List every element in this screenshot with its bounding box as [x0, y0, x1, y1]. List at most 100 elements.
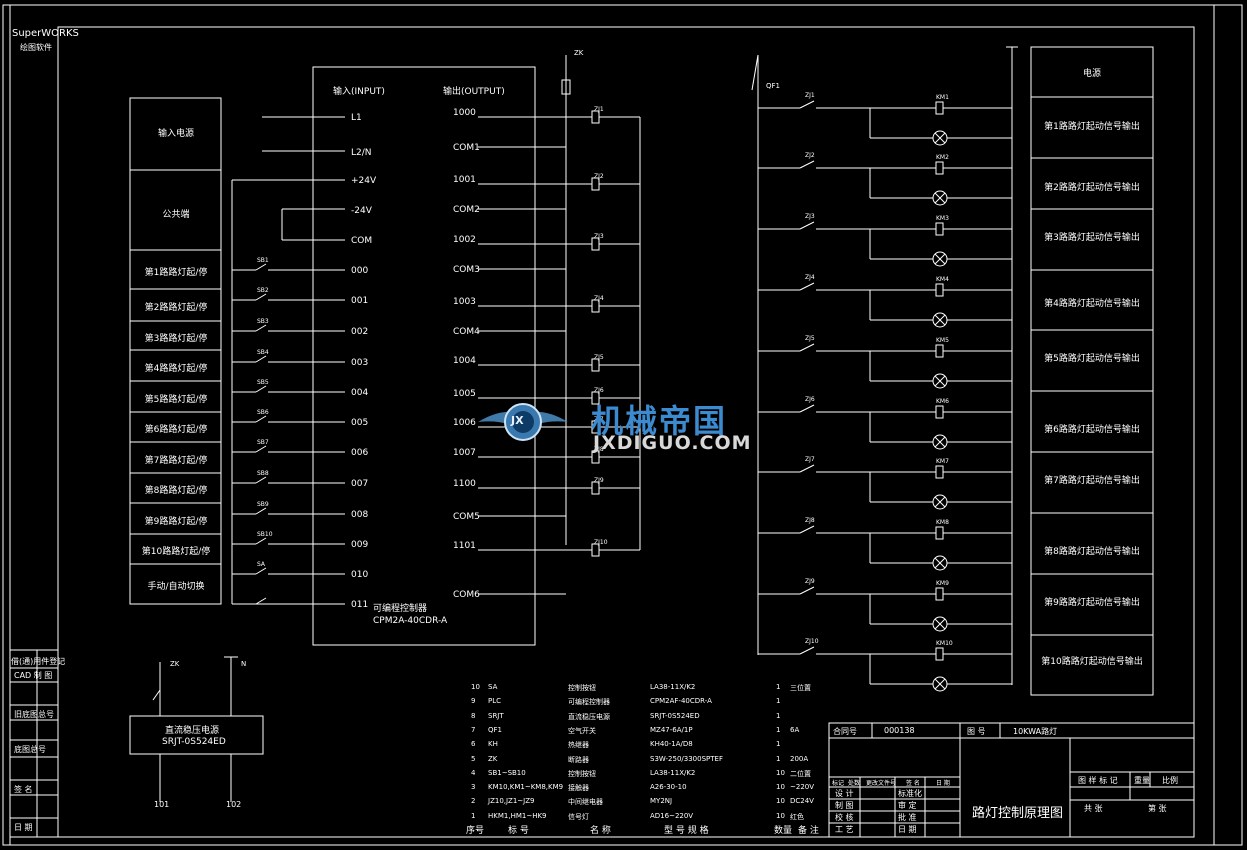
- switch-tag-2: SB3: [257, 318, 269, 325]
- km-tag-7: KM8: [936, 519, 949, 526]
- bom-cell-6-0: 4: [471, 768, 476, 777]
- plc-output-15: COM6: [453, 590, 480, 600]
- sign-row-3: 工 艺: [835, 825, 854, 834]
- switch-tag-3: SB4: [257, 349, 269, 356]
- km-tag-4: KM5: [936, 337, 949, 344]
- left-label-5: 第4路路灯起/停: [144, 364, 208, 374]
- right-label-6: 第6路路灯起动信号输出: [1044, 425, 1140, 435]
- bom-cell-8-1: JZ10,JZ1~JZ9: [488, 797, 535, 806]
- plc-name: 可编程控制器: [373, 604, 428, 614]
- plc-output-6: 1003: [453, 297, 476, 307]
- bom-cell-7-4: 10: [776, 783, 785, 792]
- dc-out-2: 102: [226, 800, 242, 809]
- left-label-6: 第5路路灯起/停: [144, 395, 208, 405]
- km-tag-3: KM4: [936, 276, 949, 283]
- plc-input-11: 006: [351, 448, 369, 458]
- relay-tag-8: ZJ9: [594, 477, 604, 484]
- contactor-coil-4: [935, 344, 944, 358]
- left-label-12: 手动/自动切换: [147, 582, 205, 592]
- bom-cell-4-1: KH: [488, 740, 498, 749]
- bom-cell-9-0: 1: [471, 811, 476, 820]
- left-label-4: 第3路路灯起/停: [144, 334, 208, 344]
- km-tag-0: KM1: [936, 94, 949, 101]
- bom-cell-2-3: SRJT-0S524ED: [650, 711, 700, 720]
- inner-frame: [57, 26, 1195, 838]
- dc-supply-box: [129, 715, 264, 755]
- bom-cell-7-3: A26-30-10: [650, 783, 687, 792]
- right-label-7: 第7路路灯起动信号输出: [1044, 476, 1140, 486]
- right-label-1: 第1路路灯起动信号输出: [1044, 122, 1140, 132]
- bom-cell-3-2: 空气开关: [568, 726, 596, 735]
- km-tag-1: KM2: [936, 154, 949, 161]
- contactor-coil-2: [935, 222, 944, 236]
- relay-contact-3: [799, 282, 815, 291]
- bom-cell-3-1: QF1: [488, 725, 502, 734]
- side-cell-4: 签 名: [14, 785, 33, 794]
- bom-cell-9-5: 红色: [790, 812, 804, 821]
- plc-input-4: COM: [351, 236, 373, 246]
- bom-cell-0-0: 10: [471, 683, 480, 691]
- relay-contact-9: [799, 646, 815, 655]
- left-label-0: 输入电源: [157, 129, 194, 139]
- bom-cell-5-1: ZK: [488, 754, 498, 763]
- left-label-11: 第10路路灯起/停: [141, 547, 211, 557]
- bom-cell-9-4: 10: [776, 811, 785, 820]
- input-switch-9: [255, 537, 267, 545]
- side-cell-3: 底图总号: [14, 745, 46, 754]
- plc-output-14: 1101: [453, 541, 476, 551]
- plc-input-6: 001: [351, 296, 369, 306]
- switch-tag-4: SB5: [257, 379, 269, 386]
- plc-input-1: L2/N: [351, 148, 372, 158]
- plc-input-13: 008: [351, 510, 369, 520]
- bom-cell-5-5: 200A: [790, 754, 809, 763]
- right-label-5: 第5路路灯起动信号输出: [1044, 354, 1140, 364]
- bom-cell-3-0: 7: [471, 725, 476, 734]
- input-label-column: [129, 97, 222, 605]
- relay-contact-8: [799, 586, 815, 595]
- bom-cell-5-3: S3W-250/3300SPTEF: [650, 754, 723, 763]
- bom-cell-0-2: 控制按钮: [568, 684, 596, 692]
- km-tag-2: KM3: [936, 215, 949, 222]
- contactor-coil-8: [935, 587, 944, 601]
- sign-row-0: 设 计: [835, 789, 854, 798]
- switch-tag-10: SA: [257, 561, 266, 568]
- bom-cell-0-1: SA: [488, 683, 498, 691]
- dc-tag-n: N: [241, 660, 247, 668]
- contact-tag-1: ZJ2: [805, 152, 815, 159]
- sign-row2-2: 批 准: [898, 813, 917, 822]
- input-switch-7: [255, 476, 267, 484]
- relay-tag-4: ZJ5: [594, 354, 604, 361]
- relay-contact-1: [799, 160, 815, 169]
- right-label-3: 第3路路灯起动信号输出: [1044, 233, 1140, 243]
- right-label-8: 第8路路灯起动信号输出: [1044, 547, 1140, 557]
- plc-output-2: 1001: [453, 175, 476, 185]
- bom-cell-7-2: 接触器: [568, 784, 589, 793]
- plc-output-13: COM5: [453, 512, 480, 522]
- bom-cell-7-0: 3: [471, 783, 476, 792]
- contactor-coil-1: [935, 161, 944, 175]
- left-label-3: 第2路路灯起/停: [144, 303, 208, 313]
- bom-header-2: 名 称: [590, 826, 611, 836]
- input-switch-8: [255, 507, 267, 515]
- input-switch-3: [255, 355, 267, 363]
- plc-input-5: 000: [351, 266, 369, 276]
- bom-header-0: 序号: [466, 826, 485, 836]
- bom-cell-4-2: 热继器: [568, 741, 589, 750]
- sheet-total: 共 张: [1084, 804, 1103, 813]
- contact-tag-4: ZJ5: [805, 335, 815, 342]
- left-label-10: 第9路路灯起/停: [144, 517, 208, 527]
- km-tag-6: KM7: [936, 458, 949, 465]
- plc-input-7: 002: [351, 327, 369, 337]
- bom-cell-9-1: HKM1,HM1~HK9: [488, 811, 547, 820]
- bom-cell-4-3: KH40-1A/D8: [650, 740, 693, 749]
- part-no: 10KWA路灯: [1013, 727, 1058, 736]
- input-switch-2: [255, 324, 267, 332]
- bom-cell-7-1: KM10,KM1~KM8,KM9: [488, 783, 564, 792]
- bom-cell-9-2: 信号灯: [568, 812, 589, 821]
- bom-cell-5-4: 1: [776, 754, 781, 763]
- bom-cell-0-3: LA38-11X/K2: [650, 683, 696, 691]
- bom-cell-7-5: ~220V: [790, 783, 815, 792]
- bom-header-1: 标 号: [508, 826, 529, 836]
- right-label-0: 电源: [1082, 69, 1101, 79]
- bom-cell-6-1: SB1~SB10: [488, 768, 526, 777]
